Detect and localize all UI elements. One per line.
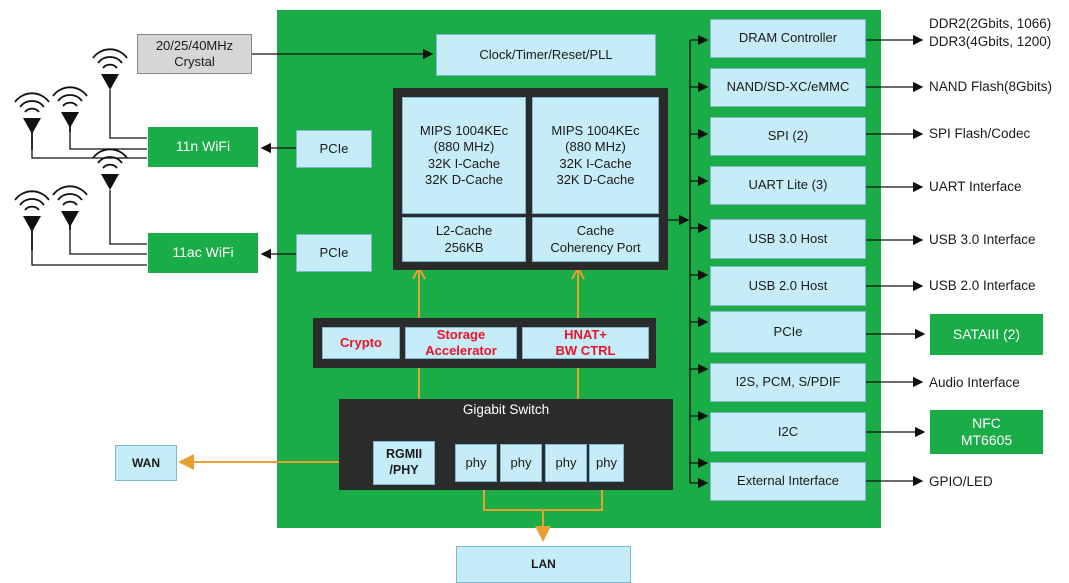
hnat-block: HNAT+ BW CTRL (522, 327, 649, 359)
pcie-left-1: PCIe (296, 130, 372, 168)
peripheral-usb3: USB 3.0 Host (710, 219, 866, 259)
peripheral-uart: UART Lite (3) (710, 166, 866, 205)
wifi-11ac-block: 11ac WiFi (147, 232, 259, 274)
peripheral-nand: NAND/SD-XC/eMMC (710, 68, 866, 107)
peripheral-dram: DRAM Controller (710, 19, 866, 58)
cache-coherency-port: Cache Coherency Port (532, 217, 659, 262)
phy-port: phy (545, 444, 587, 482)
pcie-left-2: PCIe (296, 234, 372, 272)
antenna-icon (14, 190, 50, 250)
rgmii-phy-block: RGMII /PHY (373, 441, 435, 485)
ext-ddr: DDR2(2Gbits, 1066) DDR3(4Gbits, 1200) (929, 16, 1052, 50)
ext-audio: Audio Interface (929, 375, 1020, 390)
antenna-icon (92, 48, 128, 90)
ext-uart: UART Interface (929, 179, 1022, 194)
crystal-block: 20/25/40MHz Crystal (137, 34, 252, 74)
phy-port: phy (589, 444, 624, 482)
ext-usb3: USB 3.0 Interface (929, 232, 1036, 247)
crypto-block: Crypto (322, 327, 400, 359)
wan-block: WAN (115, 445, 177, 481)
ext-usb2: USB 2.0 Interface (929, 278, 1036, 293)
antenna-icon (52, 86, 88, 132)
ext-nand: NAND Flash(8Gbits) (929, 79, 1053, 94)
peripheral-spi: SPI (2) (710, 117, 866, 156)
lan-block: LAN (456, 546, 631, 583)
cpu-core-1: MIPS 1004KEc (880 MHz) 32K I-Cache 32K D… (402, 97, 526, 214)
ext-nfc: NFC MT6605 (929, 409, 1044, 455)
peripheral-i2c: I2C (710, 412, 866, 452)
gigabit-switch-title: Gigabit Switch (462, 402, 550, 417)
ext-gpio: GPIO/LED (929, 474, 993, 489)
wifi-11n-block: 11n WiFi (147, 126, 259, 168)
ext-spi: SPI Flash/Codec (929, 126, 1031, 141)
peripheral-usb2: USB 2.0 Host (710, 266, 866, 306)
phy-port: phy (500, 444, 542, 482)
antenna-group-1-icon (14, 48, 128, 250)
peripheral-external: External Interface (710, 462, 866, 501)
l2-cache: L2-Cache 256KB (402, 217, 526, 262)
peripheral-i2s: I2S, PCM, S/PDIF (710, 363, 866, 402)
peripheral-pcie: PCIe (710, 311, 866, 353)
phy-port: phy (455, 444, 497, 482)
antenna-icon (52, 185, 88, 230)
cpu-core-2: MIPS 1004KEc (880 MHz) 32K I-Cache 32K D… (532, 97, 659, 214)
clock-block: Clock/Timer/Reset/PLL (436, 34, 656, 76)
storage-accelerator-block: Storage Accelerator (405, 327, 517, 359)
antenna-icon (92, 148, 128, 190)
ext-sata: SATAIII (2) (929, 313, 1044, 356)
antenna-icon (14, 92, 50, 150)
